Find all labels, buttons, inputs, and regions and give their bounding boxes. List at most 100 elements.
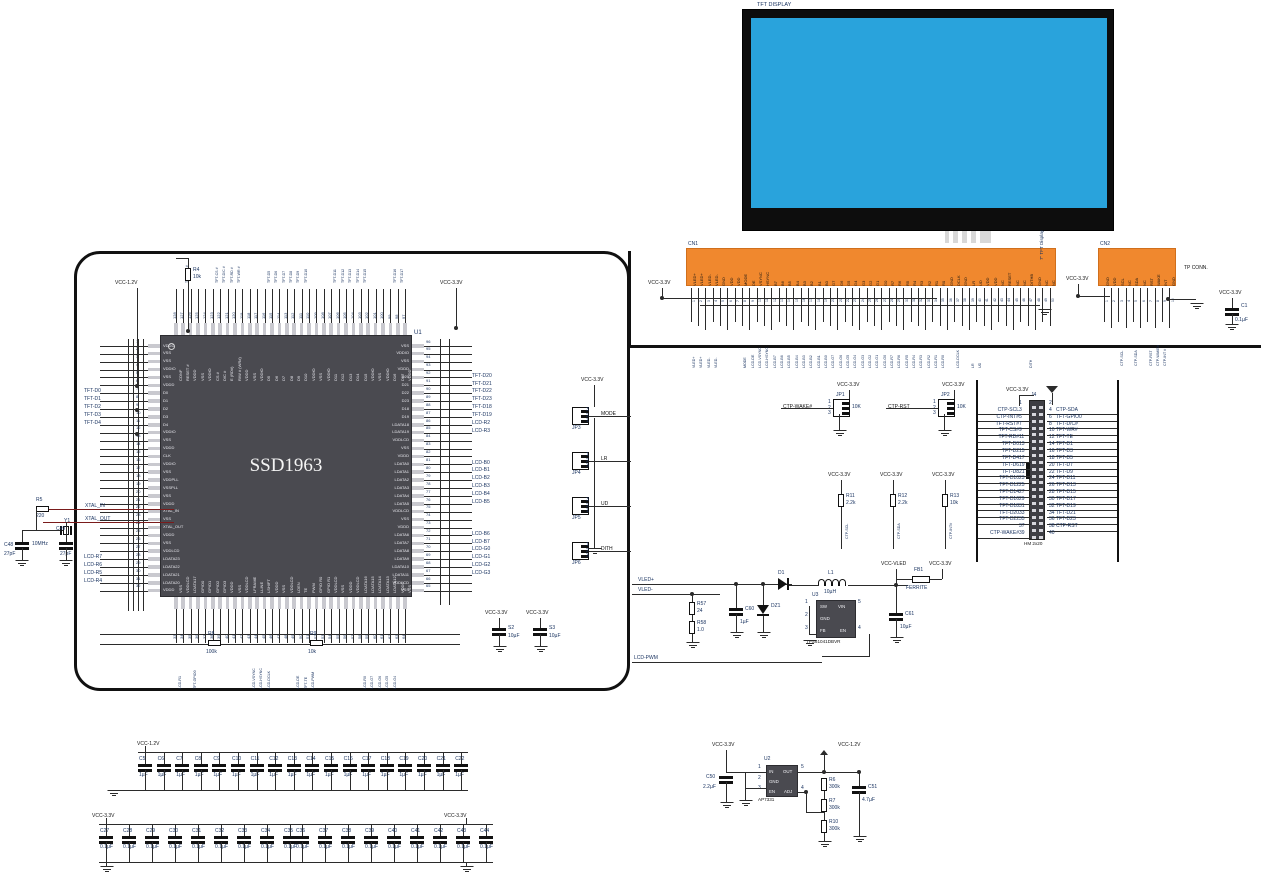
u1-left-wire-32 [100,590,148,592]
u1-pin-num-88: 88 [426,401,431,407]
u1-pin-pad-43 [248,597,252,609]
jumper-jp5-body[interactable] [572,497,589,515]
u1-bottom-wire-53 [323,609,325,643]
ctp-jp1-body[interactable] [833,399,850,417]
cn1-pin-name-37: DCLK [955,275,961,286]
cn1-net-flag-8: LCD-B7 [772,355,777,368]
capbank-12-drop-C5 [145,770,146,790]
u1-pin-num-70: 70 [426,543,431,549]
u1-pin-pad-8 [148,399,160,403]
cn1-pin-num-44: 44 [1007,298,1012,302]
u1-right-wire-96 [424,345,472,347]
j4-net-right-30: TFT-D17 [1056,495,1076,502]
j4-net-right-14: TFT-D1 [1056,441,1073,448]
r57-refdes: R57 [697,601,707,607]
c19-value: 1µF [399,772,409,778]
u1-pin-name-61: LDATA13 [384,576,390,593]
j4-wire-right-20 [1047,469,1117,471]
c22-value: 1µF [455,772,464,778]
u1-pin-name-89: D23 [401,397,409,403]
cn1-pin-num-3: 3 [706,300,711,302]
jumper-jp3-body[interactable] [572,407,589,425]
c16-value: 1µF [343,772,353,778]
junction-dot-9 [822,770,826,774]
net-flag-right-mid-3: LCD-B3 [472,483,490,490]
u1-pin-pad-60 [373,597,378,609]
c41-refdes: C41 [411,828,421,834]
u1-bottom-wire-43 [249,609,251,643]
j4-wire-left-5 [978,421,1031,423]
u1-pin-pad-122 [218,323,222,335]
jumper-jp4-body[interactable] [572,452,589,470]
u3-fb-route-v [809,606,810,634]
rail-vcc-vled: VCC-VLED [881,561,907,567]
capbank-33b-riser-C40 [394,824,395,836]
d1-refdes: D1 [778,570,785,576]
u1-pin-pad-121 [225,323,230,335]
cn1-pin-name-27: G0 [882,280,888,286]
fb1-rail-riser [942,569,943,579]
j4-net-left-23: TFT-D10 [999,475,1019,482]
j4-net-left-3: CTP-SCL [997,406,1019,413]
c15-value: 1µF [325,772,334,778]
u1-pin-name-47: VSS [281,584,287,593]
u1-bottom-wire-45 [264,609,266,643]
u1-left-wire-2 [100,353,148,355]
cn1-pin-name-24: G3 [860,280,866,286]
u1-pin-num-85: 85 [426,425,431,431]
c29-refdes: C29 [146,828,156,834]
u1-left-wire-3 [100,361,148,363]
j4-rail-wire [1019,395,1034,396]
r57-top [692,594,693,602]
u1-top-wire-120 [235,289,236,323]
cn1-connector-body[interactable] [686,248,1056,286]
ctp-jp1-rail-riser [849,390,850,401]
u1-top-wire-116 [264,289,266,323]
jumper-jp6-body[interactable] [572,542,589,560]
cn1-net-flag-5: LCD-DE [750,354,755,368]
cn1-pin-name-41: VDD [985,277,991,286]
u1-pin-pad-97 [403,323,407,335]
u1-right-wire-90 [424,393,472,395]
junction-dot-11 [804,790,808,794]
u1-pin-pad-125 [196,323,200,335]
fb1-refdes: FB1 [914,567,924,573]
j4-cell-7 [1032,426,1036,430]
u1-right-wire-81 [424,464,472,466]
net-flag-top-7: TFT-D7 [281,270,286,283]
u1-pin-pad-31 [148,581,160,585]
j4-cell-33 [1032,515,1036,519]
pullup-r11-rail: VCC-3.3V [828,472,851,478]
u1-top-wire-114 [279,289,281,323]
net-flag-left-data-1: TFT-D1 [84,396,101,403]
u1-pin-pad-75 [412,509,424,514]
r6-body [821,778,827,791]
cn1-pin-name-36: GND [948,277,954,286]
u1-left-wire-16 [100,464,148,466]
c28-refdes: C28 [123,828,133,834]
cn2-connector-body[interactable] [1098,248,1176,286]
cn1-pin-name-19: B0 [823,281,829,286]
c5-value: 1µF [139,772,148,778]
net-flag-bottom-1: TFT-GPIO0 [192,670,197,689]
u1-pin-name-16: VDDIO [163,461,176,466]
net-flag-top-1: TFT-CS # [215,267,219,283]
ctp-jp2-body[interactable] [938,399,955,417]
u1-bottom-wire-41 [235,609,236,643]
capbank-33a-riser-C29 [152,824,153,836]
j4-wire-left-19 [978,469,1031,471]
cn1-pin-name-43: NC [999,280,1005,286]
u3-part-label: TPS61041DBVR [806,639,841,644]
u2-pin-in: IN [769,769,774,774]
c50-value: 2.2µF [703,784,716,790]
dz1-top [763,584,764,605]
pullup-r12-rail: VCC-3.3V [880,472,903,478]
u2-pinnum-5: 5 [801,764,804,770]
u1-pin-name-74: VSS [400,516,409,522]
capbank-12-riser-C11 [256,752,258,764]
cn1-pin-name-44: RESET [1007,272,1013,286]
capbank-33a-drop-C29 [152,842,153,862]
j4-shunt-jumper[interactable] [1026,463,1030,479]
u1-pin-num-68: 68 [426,559,431,565]
cn2-pin-num-1: 1 [1105,300,1109,302]
